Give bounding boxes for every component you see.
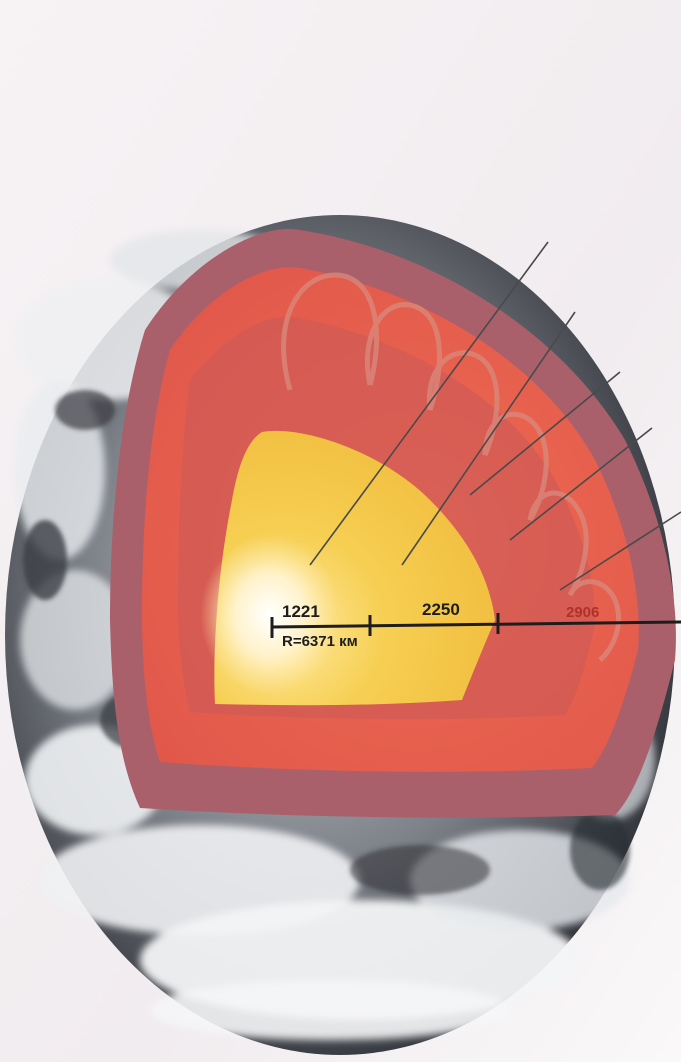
mantle-thickness-label: 2906 (566, 604, 599, 621)
earth-radius-label: R=6371 км (282, 633, 358, 650)
inner-core-radius-label: 1221 (282, 602, 320, 621)
outer-core-thickness-label: 2250 (422, 600, 460, 619)
